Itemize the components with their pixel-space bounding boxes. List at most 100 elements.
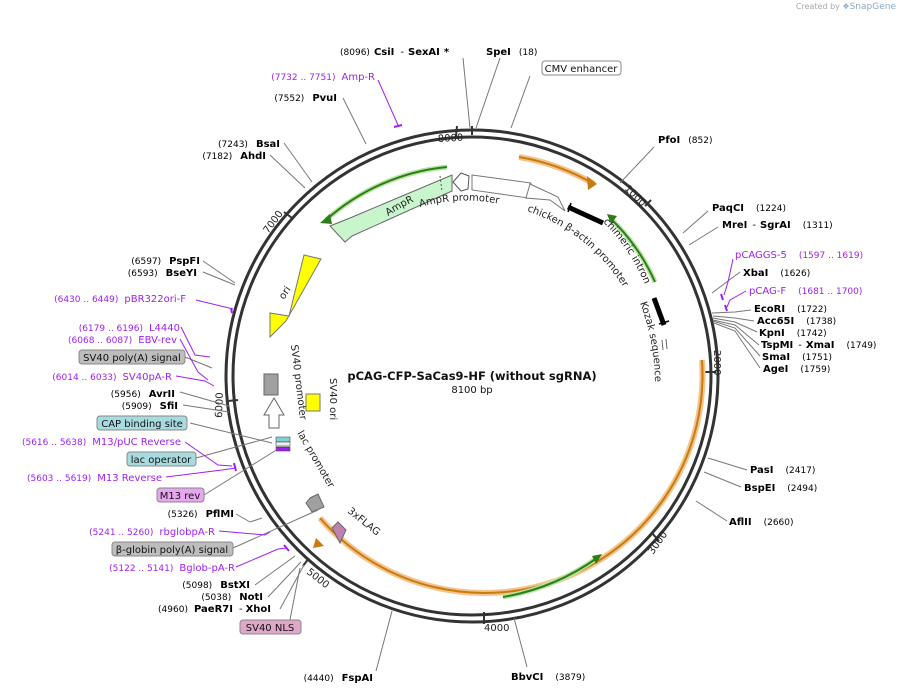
primer-amp-r: (7732 .. 7751)Amp-R <box>271 72 375 83</box>
tick-3000 <box>651 532 660 542</box>
leader-acc65i <box>712 315 755 322</box>
credit-prefix: Created by <box>795 2 840 11</box>
leader-ebv-rev <box>179 338 209 381</box>
site-ecori: EcoRI(1722) <box>754 304 827 315</box>
site-noti-name: NotI <box>239 592 263 603</box>
box-beta-globin <box>111 541 234 557</box>
leader-csii <box>462 57 471 129</box>
box-label-cap-binding: CAP binding site <box>101 419 183 430</box>
primer-m13-reverse-name: M13 Reverse <box>97 473 162 484</box>
cap-binding-block <box>275 441 291 447</box>
flag-tag-block <box>331 521 347 545</box>
sv40-ori-block <box>305 393 321 412</box>
label-sv40-ori-path: SV40 ori <box>327 378 338 420</box>
box-label-m13-rev: M13 rev <box>160 491 201 502</box>
credit-brand: SnapGene <box>849 2 896 12</box>
primer-amp-r-pos: (7732 .. 7751) <box>271 73 335 83</box>
primer-bglob-pa-r-pos: (5122 .. 5141) <box>109 564 173 574</box>
plasmid-length: 8100 bp <box>451 385 492 396</box>
primer-rbglobpa-r: (5241 .. 5260)rbglobpA-R <box>89 527 215 538</box>
primer-m13-puc-name: M13/pUC Reverse <box>92 437 181 448</box>
primer-pbr322ori-f-name: pBR322ori-F <box>124 294 186 305</box>
primer-m13-reverse-pos: (5603 .. 5619) <box>27 474 91 484</box>
primer-m13-puc: (5616 .. 5638)M13/pUC Reverse <box>22 437 181 448</box>
site-kpni-name: KpnI <box>759 328 785 339</box>
box-label-lac-operator: lac operator <box>131 455 192 466</box>
leader-sfii <box>182 404 230 413</box>
tick-5000 <box>302 557 310 567</box>
site-bspei-name: BspEI <box>744 483 775 494</box>
tick-label-5000: 5000 <box>304 567 331 591</box>
leader-bglob-pa-r <box>235 547 288 568</box>
ori-feature[interactable] <box>269 254 322 339</box>
leader-m13-rev <box>203 448 279 496</box>
leader-pfoi <box>619 146 655 184</box>
green-line-bottom <box>502 557 598 598</box>
box-sv40-polya <box>78 349 186 365</box>
site-paqci-name: PaqCI <box>712 203 744 214</box>
snapgene-credit: Created by ❖SnapGene <box>796 2 896 12</box>
site-aflii: AflII(2660) <box>729 517 794 528</box>
site-tspmi: TspMI-XmaI(1749) <box>761 340 876 351</box>
chicken-beta-actin-promoter-feature[interactable] <box>525 183 566 212</box>
leader-pbr322ori-f <box>195 299 234 310</box>
leader-pasi <box>707 457 748 471</box>
site-aflii-name: AflII <box>729 517 752 528</box>
box-label-beta-globin: β-globin poly(A) signal <box>116 545 228 556</box>
leader-smai <box>712 320 761 357</box>
site-sfii: (5909)SfiI <box>122 401 178 412</box>
site-pasi-pos: (2417) <box>785 466 815 476</box>
leader-ahdi <box>269 154 306 189</box>
site-bsai-name: BsaI <box>256 139 280 150</box>
box-sv40-nls <box>239 619 302 635</box>
chimeric-intron-block <box>566 204 605 226</box>
leader-paer7i <box>279 564 305 610</box>
label-chimeric-intron-path: chimeric intron <box>601 216 652 285</box>
leader-tspmi <box>712 319 760 346</box>
site-smai-pos: (1751) <box>802 353 832 363</box>
leader-ecori <box>711 309 752 314</box>
label-lac-promoter-path: lac promoter <box>294 429 336 491</box>
primer-sv40pa-r: (6014 .. 6033)SV40pA-R <box>52 372 172 383</box>
tick-8000 <box>455 125 458 137</box>
site-bspei-pos: (2494) <box>787 484 817 494</box>
orange-feature-bottom <box>319 359 704 594</box>
site-bspei: BspEI (2494) <box>744 483 817 494</box>
box-cap-binding <box>96 415 188 431</box>
green-line-intron-arrow <box>607 214 617 224</box>
tick-7000 <box>283 211 293 219</box>
kozak-tick <box>658 320 670 325</box>
primer-pcaggs5-name: pCAGGS-5 <box>735 250 787 261</box>
leader-m13-puc <box>184 441 233 467</box>
site-bseyi-pos: (6593) <box>128 269 158 279</box>
primer-mark-pcag-f <box>724 304 728 312</box>
leader-bseyi <box>202 271 236 286</box>
site-fspai: (4440)FspAI <box>304 673 373 684</box>
green-line-ampr <box>325 166 448 221</box>
kozak-mark-2 <box>665 338 668 350</box>
leader-avrii <box>179 391 230 407</box>
intron-tick <box>567 202 572 213</box>
ampr-promoter-arrow-icon <box>452 172 470 192</box>
primer-rbglobpa-r-pos: (5241 .. 5260) <box>89 528 153 538</box>
primer-mark-bglob <box>283 544 290 552</box>
site-fspai-pos: (4440) <box>304 674 334 684</box>
primer-mark-amp-r <box>393 124 403 128</box>
site-xhoi-name: XhoI <box>246 604 271 615</box>
site-noti: (5038)NotI <box>201 592 263 603</box>
leader-bstxi <box>254 555 296 586</box>
site-paer7i: (4960)PaeR7I-XhoI <box>158 604 271 615</box>
leader-aflii <box>695 500 728 522</box>
box-label-cmv-enhancer: CMV enhancer <box>545 64 619 75</box>
site-avrii-name: AvrII <box>149 389 175 400</box>
primer-l4440-name: L4440 <box>149 323 180 334</box>
leader-sv40pa-r <box>175 375 215 387</box>
ampr-feature[interactable] <box>329 174 453 243</box>
primer-l4440-pos: (6179 .. 6196) <box>79 324 143 334</box>
site-csii-name: CsiI <box>374 47 394 58</box>
sv40-polya-block <box>263 373 279 396</box>
site-sgrai-name: SgrAI <box>760 220 791 231</box>
orange-feature-top-halo <box>518 154 596 187</box>
site-pflmi: (5326)PflMI <box>168 509 234 520</box>
